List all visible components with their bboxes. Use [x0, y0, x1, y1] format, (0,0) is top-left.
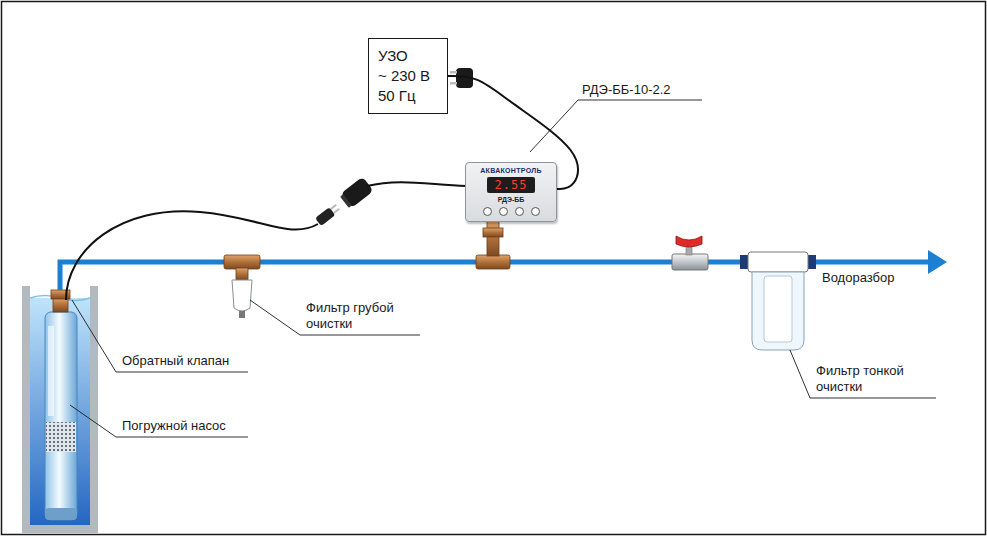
node-text: АКВАКОНТРОЛЬ — [480, 167, 542, 174]
rcd-plug — [450, 82, 457, 85]
leader-lines — [530, 100, 702, 152]
power-cables — [367, 182, 466, 186]
node-text: ~ 230 В — [378, 66, 438, 86]
power-cables — [66, 211, 318, 300]
well — [30, 298, 90, 525]
part-label: Обратный клапан — [122, 353, 229, 369]
submersible-pump — [45, 312, 77, 520]
coarse-filter — [236, 268, 248, 280]
outlet-label: Водоразбор — [822, 270, 894, 286]
relay-button — [515, 207, 524, 216]
ball-valve — [676, 236, 702, 247]
coarse-filter — [224, 255, 260, 269]
leader-lines — [790, 350, 936, 398]
power-cables — [330, 204, 337, 210]
device-model-label: РДЭ-ББ-10-2.2 — [582, 82, 671, 98]
relay-tee — [487, 220, 499, 256]
well — [30, 286, 90, 525]
relay-button — [499, 207, 508, 216]
flow-arrow — [928, 250, 947, 274]
node-text: 50 Гц — [378, 86, 438, 106]
leader-lines — [250, 300, 420, 335]
fine-filter — [764, 276, 792, 342]
ball-valve — [672, 254, 708, 270]
relay-button — [531, 207, 540, 216]
fine-filter — [748, 252, 808, 272]
check-valve — [53, 298, 68, 312]
coarse-filter — [232, 280, 252, 311]
relay-tee — [483, 228, 503, 237]
power-cables — [340, 194, 352, 207]
pressure-relay: АКВАКОНТРОЛЬ 2.55РДЭ-ББ — [465, 162, 557, 222]
rcd-box: УЗО~ 230 В50 Гц — [368, 38, 448, 114]
fine-filter — [752, 272, 804, 350]
submersible-pump — [48, 326, 54, 416]
node-text: 2.55 — [487, 177, 536, 193]
submersible-pump — [46, 422, 76, 452]
rcd-plug — [450, 71, 457, 74]
ball-valve — [672, 236, 708, 270]
relay-tee — [476, 220, 510, 269]
leader-lines — [70, 405, 248, 437]
power-cables — [66, 177, 466, 300]
coarse-filter — [224, 255, 260, 318]
part-label: Фильтр грубой очистки — [306, 300, 414, 332]
button-row — [483, 207, 540, 216]
relay-tee — [476, 255, 510, 269]
power-cables — [315, 203, 341, 226]
fine-filter — [740, 252, 816, 350]
leader-lines — [70, 100, 936, 437]
submersible-pump — [45, 312, 77, 520]
relay-button — [483, 207, 492, 216]
node-text: РДЭ-ББ — [498, 196, 525, 203]
node-text: УЗО — [378, 46, 438, 66]
power-cables — [340, 177, 373, 208]
part-label: Погружной насос — [122, 418, 226, 434]
power-cables — [315, 207, 335, 226]
power-cables — [339, 177, 374, 210]
part-label: Фильтр тонкой очистки — [816, 363, 928, 395]
leader-lines — [72, 300, 248, 372]
coarse-filter — [239, 311, 245, 318]
submersible-pump — [45, 508, 77, 520]
power-cables — [333, 208, 340, 214]
